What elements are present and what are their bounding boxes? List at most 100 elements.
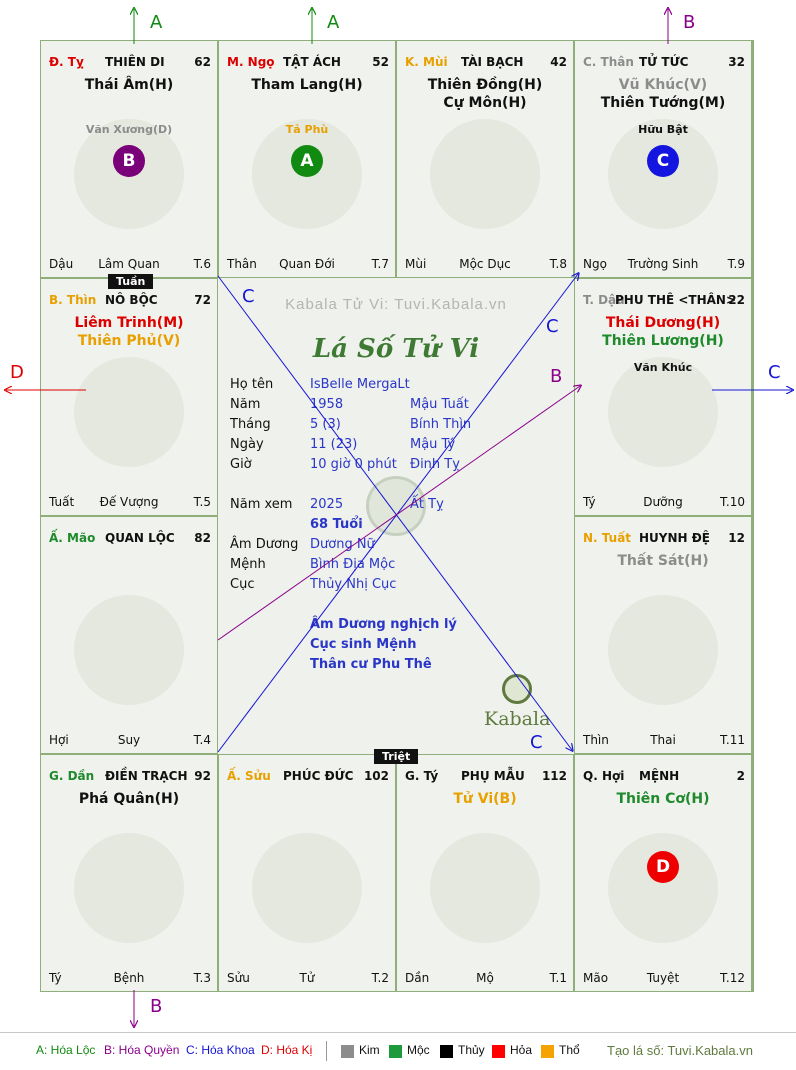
- footer-life-stage: Đế Vượng: [99, 495, 159, 509]
- footer-branch: Tý: [583, 495, 596, 509]
- zodiac-watermark-icon: [608, 357, 718, 467]
- arrow-letter-a1: A: [150, 12, 163, 33]
- note-1: Âm Dương nghịch lý: [310, 617, 457, 632]
- footer-life-stage: Lâm Quan: [98, 257, 160, 271]
- value-nam-can-chi: Mậu Tuất: [410, 397, 469, 412]
- label-am-duong: Âm Dương: [230, 537, 299, 552]
- line-letter-c-right: C: [546, 316, 559, 337]
- footer-life-stage: Mộc Dục: [459, 257, 511, 271]
- legend-hoa: Hỏa: [510, 1043, 533, 1057]
- palace-age-number: 22: [728, 293, 745, 307]
- palace-stem-branch: C. Thân: [583, 55, 634, 69]
- footer-branch: Ngọ: [583, 257, 607, 271]
- label-ngay: Ngày: [230, 437, 264, 452]
- palace-stem-branch: N. Tuất: [583, 531, 632, 545]
- zodiac-watermark-icon: [430, 833, 540, 943]
- footer-life-stage: Thai: [650, 733, 676, 747]
- center-info-panel: Kabala Tử Vi: Tuvi.Kabala.vn Lá Số Tử Vi…: [218, 276, 574, 752]
- palace-age-number: 82: [194, 531, 211, 545]
- value-menh: Bình Địa Mộc: [310, 557, 396, 572]
- footer-branch: Sửu: [227, 971, 250, 985]
- legend-tho: Thổ: [559, 1043, 580, 1057]
- footer-cycle: T.7: [371, 257, 389, 271]
- palace-name: PHÚC ĐỨC: [283, 769, 354, 783]
- footer-cycle: T.6: [193, 257, 211, 271]
- value-am-duong: Dương Nữ: [310, 537, 375, 552]
- main-star: Thiên Phủ(V): [77, 333, 181, 349]
- hoa-badge: D: [647, 851, 679, 883]
- footer-life-stage: Trường Sinh: [627, 257, 699, 271]
- palace-age-number: 72: [194, 293, 211, 307]
- palace-age-number: 102: [363, 769, 389, 783]
- palace-age-number: 32: [728, 55, 745, 69]
- arrow-letter-c-right: C: [768, 362, 781, 383]
- triet-tag: Triệt: [374, 749, 419, 764]
- kabala-logo-text: Kabala: [484, 708, 551, 730]
- value-ho-ten: IsBelle MergaLt: [310, 377, 410, 392]
- palace-name: TỬ TỨC: [639, 55, 689, 69]
- arrow-letter-d: D: [10, 362, 24, 383]
- value-tuoi: 68 Tuổi: [310, 517, 363, 532]
- tuan-tag: Tuần: [108, 274, 154, 289]
- zodiac-watermark-icon: [430, 119, 540, 229]
- hoa-badge: C: [647, 145, 679, 177]
- main-star: Tham Lang(H): [251, 77, 363, 93]
- minor-star: Hữu Bật: [638, 123, 688, 136]
- palace-stem-branch: Ấ. Sửu: [227, 769, 271, 783]
- footer-life-stage: Tuyệt: [646, 971, 680, 985]
- main-star: Thiên Lương(H): [602, 333, 724, 349]
- footer-branch: Tý: [49, 971, 62, 985]
- palace-stem-branch: T. Dậu: [583, 293, 625, 307]
- label-gio: Giờ: [230, 457, 252, 472]
- legend-site: Tạo lá số: Tuvi.Kabala.vn: [607, 1043, 753, 1058]
- note-2: Cục sinh Mệnh: [310, 637, 417, 652]
- footer-life-stage: Quan Đới: [279, 257, 335, 271]
- palace-name: HUYNH ĐỆ: [639, 531, 710, 545]
- main-star: Tử Vi(B): [453, 791, 517, 807]
- main-star: Thái Âm(H): [84, 77, 174, 93]
- line-letter-c-bottom: C: [530, 732, 543, 753]
- palace-age-number: 52: [372, 55, 389, 69]
- footer-cycle: T.4: [193, 733, 211, 747]
- arrow-letter-b-bottom: B: [150, 996, 163, 1017]
- legend-hoa-loc: A: Hóa Lộc: [36, 1043, 96, 1057]
- palace-stem-branch: B. Thìn: [49, 293, 97, 307]
- legend-hoa-khoa: C: Hóa Khoa: [186, 1043, 255, 1057]
- value-gio-can-chi: Đinh Tỵ: [410, 457, 460, 472]
- palace-age-number: 12: [728, 531, 745, 545]
- zodiac-watermark-icon: [74, 357, 184, 467]
- watermark-text: Kabala Tử Vi: Tuvi.Kabala.vn: [285, 296, 507, 313]
- footer-branch: Dần: [405, 971, 430, 985]
- zodiac-watermark-icon: [608, 833, 718, 943]
- footer-cycle: T.5: [193, 495, 211, 509]
- palace-stem-branch: G. Tý: [405, 769, 439, 783]
- swatch-moc: [389, 1045, 402, 1058]
- palace-name: THIÊN DI: [105, 55, 165, 69]
- label-nam: Năm: [230, 397, 261, 412]
- footer-branch: Tuất: [49, 495, 75, 509]
- minor-star: Văn Khúc: [633, 361, 693, 374]
- main-star: Thiên Đồng(H): [427, 77, 543, 93]
- legend-bar: A: Hóa Lộc B: Hóa Quyền C: Hóa Khoa D: H…: [0, 1032, 796, 1070]
- footer-cycle: T.1: [549, 971, 567, 985]
- palace-age-number: 2: [736, 769, 745, 783]
- palace-name: ĐIỀN TRẠCH: [105, 769, 188, 783]
- label-menh: Mệnh: [230, 557, 266, 572]
- swatch-kim: [341, 1045, 354, 1058]
- palace-name: MỆNH: [639, 769, 680, 783]
- palace-stem-branch: Ấ. Mão: [49, 531, 96, 545]
- footer-cycle: T.12: [720, 971, 745, 985]
- label-cuc: Cục: [230, 577, 255, 592]
- footer-branch: Hợi: [49, 733, 69, 747]
- swatch-hoa: [492, 1045, 505, 1058]
- label-thang: Tháng: [230, 417, 271, 432]
- line-letter-c-top: C: [242, 286, 255, 307]
